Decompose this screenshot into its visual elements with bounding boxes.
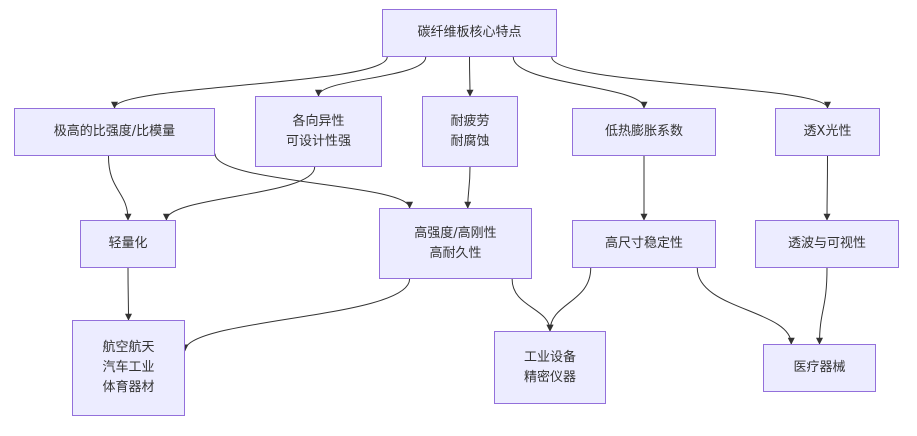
edge-visible-to-medical	[816, 267, 828, 345]
node-design: 各向异性 可设计性强	[255, 96, 382, 167]
edge-fatigue-to-durable	[464, 166, 472, 209]
node-light: 轻量化	[80, 220, 176, 268]
edge-light-to-aero	[124, 267, 132, 321]
edge-root-to-thermal	[512, 56, 648, 109]
node-stable-label: 高尺寸稳定性	[604, 236, 683, 251]
node-root-label: 碳纤维板核心特点	[417, 25, 522, 40]
node-industrial: 工业设备 精密仪器	[494, 331, 606, 404]
node-light-label: 轻量化	[108, 236, 148, 251]
node-fatigue-label: 耐疲劳 耐腐蚀	[450, 113, 490, 149]
node-durable-label: 高强度/高刚性 高耐久性	[414, 225, 497, 261]
node-visible-label: 透波与可视性	[787, 236, 866, 251]
edge-xray-to-visible	[823, 155, 831, 221]
node-fatigue: 耐疲劳 耐腐蚀	[422, 96, 518, 167]
edge-durable-to-aero	[181, 278, 411, 352]
node-aero-label: 航空航天 汽车工业 体育器材	[102, 340, 155, 395]
edge-root-to-xray	[551, 56, 831, 109]
node-aero: 航空航天 汽车工业 体育器材	[72, 320, 185, 416]
node-visible: 透波与可视性	[755, 220, 899, 268]
node-stable: 高尺寸稳定性	[572, 220, 716, 268]
edge-root-to-fatigue	[466, 56, 474, 97]
node-industrial-label: 工业设备 精密仪器	[523, 349, 576, 385]
node-xray: 透X光性	[775, 108, 880, 156]
node-medical: 医疗器械	[763, 344, 876, 392]
node-medical-label: 医疗器械	[793, 360, 846, 375]
edge-strength-to-durable	[214, 153, 414, 209]
edge-durable-to-industrial	[511, 278, 554, 332]
edge-stable-to-medical	[696, 267, 795, 345]
edge-strength-to-light	[107, 155, 132, 221]
node-design-label: 各向异性 可设计性强	[285, 113, 351, 149]
edge-stable-to-industrial	[546, 267, 592, 332]
node-strength-label: 极高的比强度/比模量	[53, 124, 176, 139]
edge-root-to-design	[315, 56, 427, 97]
node-durable: 高强度/高刚性 高耐久性	[379, 208, 532, 279]
edge-root-to-strength	[111, 56, 388, 109]
edge-design-to-light	[162, 166, 316, 221]
node-thermal: 低热膨胀系数	[572, 108, 716, 156]
node-thermal-label: 低热膨胀系数	[604, 124, 683, 139]
node-strength: 极高的比强度/比模量	[14, 108, 215, 156]
node-root: 碳纤维板核心特点	[382, 9, 557, 57]
node-xray-label: 透X光性	[803, 124, 852, 139]
